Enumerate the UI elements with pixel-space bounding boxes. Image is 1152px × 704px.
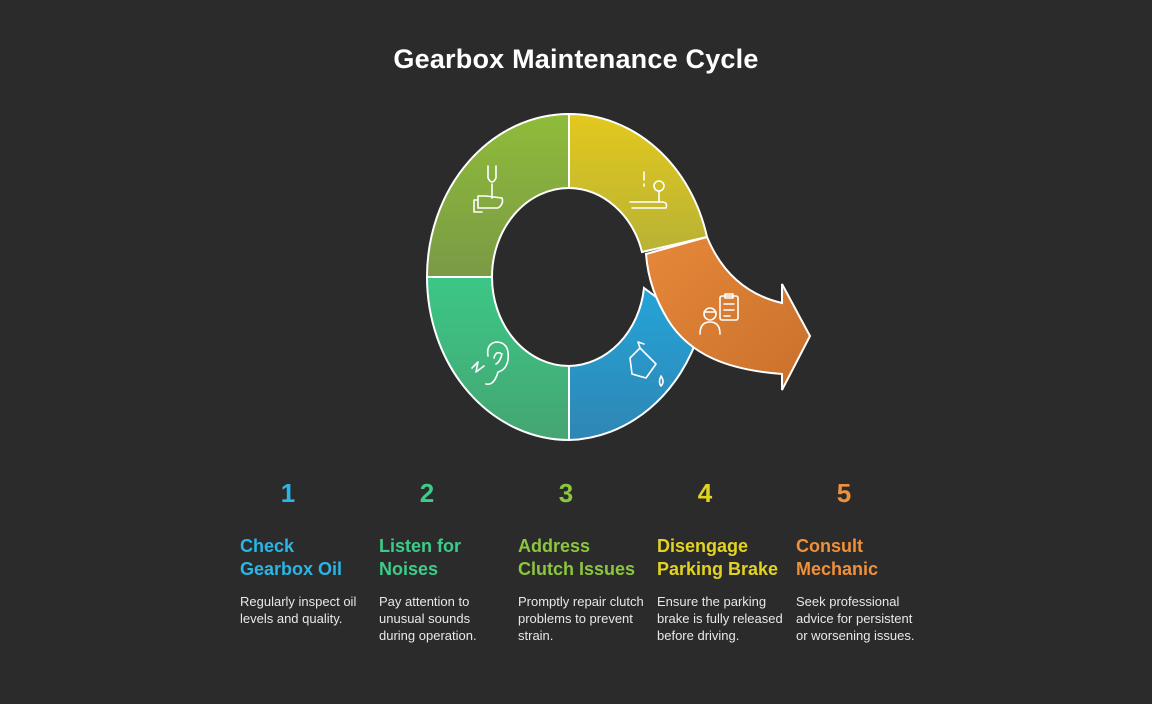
step-4: 4 Disengage Parking Brake Ensure the par… bbox=[657, 478, 787, 644]
ear-icon bbox=[471, 341, 510, 386]
step-number: 3 bbox=[558, 478, 574, 508]
step-5: 5 Consult Mechanic Seek professional adv… bbox=[796, 478, 926, 644]
oil-can-icon bbox=[629, 341, 664, 387]
segment-top-right bbox=[568, 112, 709, 254]
step-description: Ensure the parking brake is fully releas… bbox=[657, 594, 783, 643]
lever-icon bbox=[629, 171, 668, 209]
step-number: 1 bbox=[280, 478, 296, 508]
step-heading: Listen for Noises bbox=[379, 536, 462, 579]
step-description: Promptly repair clutch problems to preve… bbox=[518, 594, 644, 643]
step-number: 2 bbox=[419, 478, 435, 508]
step-description: Pay attention to unusual sounds during o… bbox=[379, 594, 477, 643]
mechanic-clipboard-icon bbox=[699, 293, 739, 335]
wrench-hand-icon bbox=[473, 165, 504, 213]
step-heading: Consult Mechanic bbox=[796, 536, 879, 579]
step-2: 2 Listen for Noises Pay attention to unu… bbox=[379, 478, 509, 644]
step-3: 3 Address Clutch Issues Promptly repair … bbox=[518, 478, 648, 644]
step-description: Regularly inspect oil levels and quality… bbox=[240, 594, 357, 626]
step-1: 1 Check Gearbox Oil Regularly inspect oi… bbox=[240, 478, 370, 627]
step-description: Seek professional advice for persistent … bbox=[796, 594, 915, 643]
exit-arrow bbox=[644, 235, 812, 391]
step-number: 5 bbox=[836, 478, 852, 508]
diagram-title: Gearbox Maintenance Cycle bbox=[393, 44, 759, 74]
step-heading: Check Gearbox Oil bbox=[240, 536, 343, 579]
segment-bottom-left bbox=[425, 276, 570, 442]
step-heading: Address Clutch Issues bbox=[518, 536, 636, 579]
step-number: 4 bbox=[697, 478, 713, 508]
segment-top-left bbox=[425, 112, 570, 278]
step-heading: Disengage Parking Brake bbox=[657, 536, 779, 579]
